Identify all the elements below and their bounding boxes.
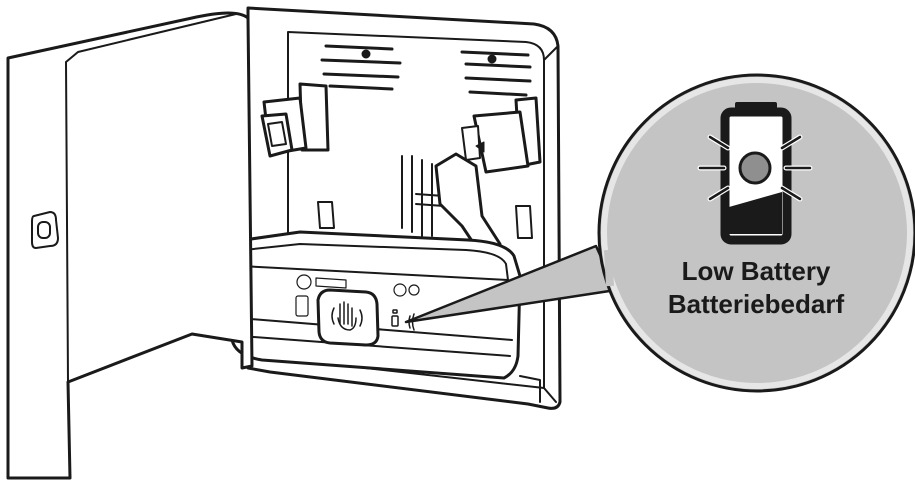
sensor-window	[316, 288, 380, 347]
side-tab-left	[317, 201, 335, 229]
front-door	[6, 11, 254, 480]
left-roll-holder	[260, 82, 330, 158]
door-latch-icon	[31, 211, 59, 249]
cabinet-foot-right	[519, 375, 541, 403]
hand-wave-sensor-icon	[331, 301, 363, 331]
right-roll-holder	[461, 96, 542, 174]
mounting-slots	[320, 44, 532, 97]
dispenser-cabinet	[6, 6, 562, 480]
tray-low-battery-indicator	[295, 274, 420, 331]
side-tab-right	[515, 205, 533, 239]
callout-label-english: Low Battery	[682, 256, 831, 286]
front-door-edge	[65, 13, 237, 383]
cabinet-right-wall	[543, 45, 559, 403]
status-light-icon	[697, 134, 813, 202]
callout-label-german: Batteriebedarf	[668, 289, 845, 319]
low-battery-blinking-icon	[697, 102, 813, 245]
tray-inner-lip	[239, 243, 509, 281]
low-battery-callout: Low Battery Batteriebedarf	[404, 73, 915, 393]
callout-bubble-ring	[601, 77, 913, 389]
